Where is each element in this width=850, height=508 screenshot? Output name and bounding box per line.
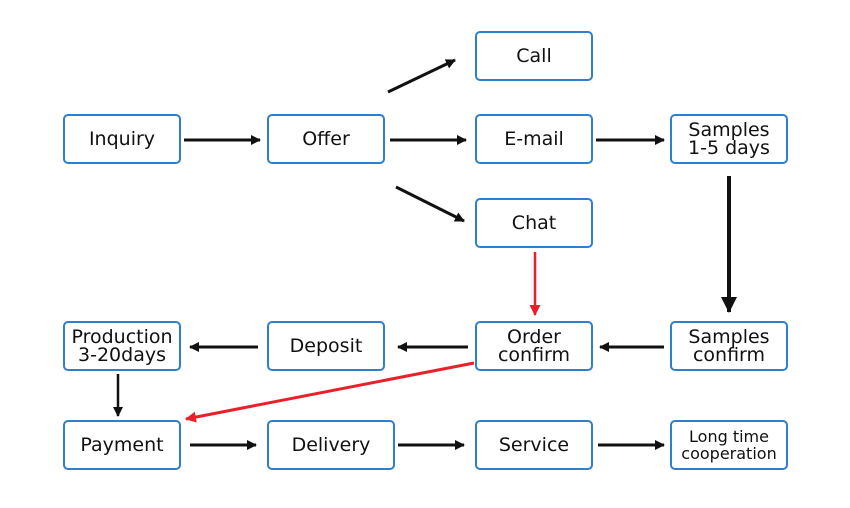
node-payment: Payment xyxy=(63,420,181,470)
node-deposit: Deposit xyxy=(267,321,385,371)
node-delivery: Delivery xyxy=(267,420,395,470)
node-chat-label: Chat xyxy=(511,211,557,234)
arrow-order-confirm-payment xyxy=(185,361,475,423)
node-order-confirm: Order confirm xyxy=(475,321,593,371)
node-production-line2: 3-20days xyxy=(78,344,166,366)
arrow-offer-chat xyxy=(395,185,465,223)
node-offer-label: Offer xyxy=(302,127,350,150)
node-service-label: Service xyxy=(498,433,570,456)
node-call-label: Call xyxy=(516,44,552,67)
node-payment-label: Payment xyxy=(80,433,164,456)
node-production: Production 3-20days xyxy=(63,321,181,371)
node-email: E-mail xyxy=(475,114,593,164)
node-production-line1: Production xyxy=(71,326,173,348)
node-order-confirm-line2: confirm xyxy=(497,344,571,366)
node-inquiry-label: Inquiry xyxy=(88,127,156,150)
node-long-time-cooperation: Long time cooperation xyxy=(670,420,788,470)
node-deposit-label: Deposit xyxy=(289,334,363,357)
node-samples-confirm-line1: Samples xyxy=(688,326,770,348)
node-samples-line1: Samples xyxy=(688,119,770,141)
node-service: Service xyxy=(475,420,593,470)
node-long-time-line2: cooperation xyxy=(681,444,777,463)
node-email-label: E-mail xyxy=(504,127,564,150)
node-samples-line2: 1-5 days xyxy=(688,137,770,159)
node-chat: Chat xyxy=(475,198,593,248)
node-order-confirm-line1: Order xyxy=(507,326,561,348)
node-samples-confirm: Samples confirm xyxy=(670,321,788,371)
node-call: Call xyxy=(475,31,593,81)
arrow-offer-call xyxy=(387,58,456,94)
node-inquiry: Inquiry xyxy=(63,114,181,164)
node-offer: Offer xyxy=(267,114,385,164)
node-delivery-label: Delivery xyxy=(291,433,371,456)
node-long-time-line1: Long time xyxy=(689,427,769,446)
node-samples: Samples 1-5 days xyxy=(670,114,788,164)
node-samples-confirm-line2: confirm xyxy=(692,344,766,366)
